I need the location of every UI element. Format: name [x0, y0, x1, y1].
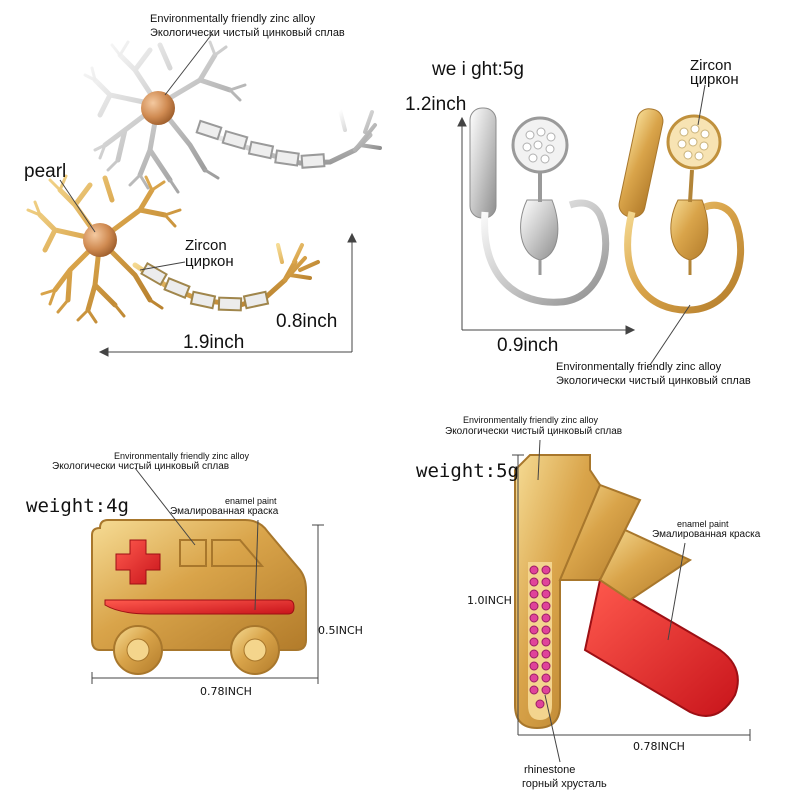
ambulance-dimension-lines [91, 467, 324, 684]
ambulance-width: 0.78INCH [200, 685, 252, 698]
test-tube-enamel-en: enamel paint [677, 519, 729, 529]
stethoscope-width: 0.9inch [497, 335, 559, 356]
neuron-width: 1.9inch [183, 332, 245, 353]
neuron-material-ru: Экологически чистый цинковый сплав [150, 27, 345, 39]
ambulance-enamel-ru: Эмалированная краска [170, 506, 279, 517]
neuron-silver-pearl [141, 91, 175, 125]
test-tube-brooch [514, 454, 739, 730]
neuron-brooch-silver [83, 40, 382, 194]
stethoscope-zircon-ru: циркон [690, 71, 739, 88]
neuron-height: 0.8inch [276, 311, 338, 332]
test-tube-dimension-lines [512, 439, 751, 763]
neuron-zircon-en: Zircon [185, 237, 227, 254]
test-tube-weight: weight:5g [416, 460, 519, 482]
ambulance-brooch [91, 519, 307, 675]
neuron-leader-lines [59, 33, 213, 271]
neuron-silver-zircon-chain [195, 119, 326, 169]
test-tube-material-ru: Экологически чистый цинковый сплав [445, 426, 623, 437]
stethoscope-material-ru: Экологически чистый цинковый сплав [556, 375, 751, 387]
stethoscope-weight: we i ght:5g [432, 59, 524, 80]
neuron-dimension-lines [98, 232, 357, 357]
neuron-zircon-ru: циркон [185, 253, 234, 270]
stethoscope-zircon-en: Zircon [690, 57, 732, 74]
stethoscope-material-en: Environmentally friendly zinc alloy [556, 361, 722, 373]
test-tube-enamel-ru: Эмалированная краска [652, 529, 761, 540]
ambulance-material-ru: Экологически чистый цинковый сплав [52, 461, 230, 472]
ambulance-weight: weight:4g [26, 495, 129, 517]
test-tube-material-en: Environmentally friendly zinc alloy [463, 415, 599, 425]
neuron-pearl-label: pearl [24, 161, 67, 182]
neuron-gold-zircon-chain [140, 261, 270, 312]
stethoscope-brooch-silver [469, 107, 610, 306]
ambulance-enamel-en: enamel paint [225, 496, 277, 506]
neuron-material-en: Environmentally friendly zinc alloy [150, 13, 316, 25]
stethoscope-brooch-gold [618, 108, 745, 314]
stethoscope-height: 1.2inch [405, 94, 467, 115]
test-tube-height: 1.0INCH [467, 594, 512, 607]
neuron-gold-pearl [83, 223, 117, 257]
test-tube-rhinestone-en: rhinestone [524, 764, 576, 776]
stethoscope-dimension-lines [457, 84, 706, 366]
test-tube-rhinestone-ru: горный хрусталь [522, 778, 607, 790]
ambulance-material-en: Environmentally friendly zinc alloy [114, 451, 250, 461]
ambulance-height: 0.5INCH [318, 624, 363, 637]
test-tube-width: 0.78INCH [633, 740, 685, 753]
